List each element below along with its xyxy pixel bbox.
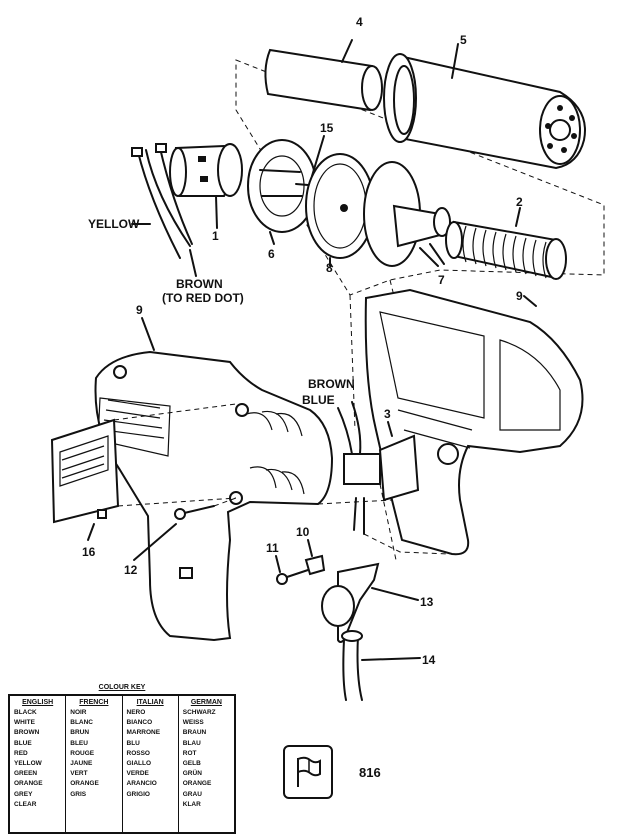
flag-icon <box>283 745 333 799</box>
callout-10: 10 <box>296 525 310 539</box>
colour-key-header: ENGLISH <box>22 699 54 706</box>
colour-key-entry: BRUN <box>70 729 90 737</box>
colour-key-entry: BLUE <box>14 739 32 747</box>
colour-key-entry: ARANCIO <box>126 780 157 788</box>
colour-key-title: COLOUR KEY <box>98 684 146 691</box>
part-3-switch <box>337 401 420 535</box>
colour-key-entry: ROSSO <box>126 749 150 757</box>
colour-key-entry: WHITE <box>14 719 35 727</box>
colour-key-entry: GRÜN <box>182 770 202 778</box>
part-11-screw <box>275 555 309 585</box>
part-2-heating-element <box>445 207 567 280</box>
colour-key-entry: YELLOW <box>14 759 42 767</box>
wire-label-brown: BROWN <box>176 277 223 291</box>
callout-4: 4 <box>356 15 363 29</box>
colour-key-entry: BLU <box>126 739 140 747</box>
part-9-left-housing-half <box>94 317 334 642</box>
part-4-inner-tube <box>264 39 383 112</box>
colour-key-entry: ROUGE <box>70 749 95 757</box>
colour-key-entry: BLANC <box>70 719 93 727</box>
part-12-housing-screw <box>133 497 237 561</box>
motor-lead-wires <box>131 143 193 259</box>
part-13-cord-guard <box>321 562 419 643</box>
colour-key-entry: BROWN <box>14 729 40 737</box>
colour-key-entry: NERO <box>126 709 146 716</box>
switch-wire-label-blue: BLUE <box>302 393 335 407</box>
colour-key-entry: NOIR <box>70 709 87 716</box>
callout-8: 8 <box>326 261 333 275</box>
part-16-nameplate <box>50 403 237 541</box>
part-1-fan-motor <box>169 143 243 229</box>
colour-key-column-german: GERMAN SCHWARZ WEISS BRAUN BLAU ROT GELB GRÜN OR… <box>179 696 234 832</box>
callout-15: 15 <box>320 121 334 135</box>
assembly-guide-lines <box>317 483 451 561</box>
colour-key-entry: KLAR <box>182 800 201 808</box>
part-9-right-housing-half <box>364 288 584 556</box>
part-10-cord-clamp <box>304 539 326 576</box>
part-6-fan-housing <box>247 139 317 245</box>
colour-key-entry: GREY <box>14 790 33 798</box>
colour-key-header: ITALIAN <box>136 699 164 706</box>
colour-key-table: COLOUR KEY ENGLISH BLACK WHITE BROWN BLUE RED… <box>8 682 236 834</box>
colour-key-header: FRENCH <box>79 699 109 706</box>
callout-2: 2 <box>516 195 523 209</box>
colour-key-entry: BLAU <box>182 739 201 747</box>
colour-key-entry: MARRONE <box>126 729 161 737</box>
colour-key-entry: CLEAR <box>14 800 37 808</box>
colour-key-entry: GREEN <box>14 770 38 778</box>
colour-key-entry: BLACK <box>14 709 37 716</box>
colour-key-grid: ENGLISH BLACK WHITE BROWN BLUE RED YELLOW GREEN… <box>8 694 236 834</box>
colour-key-entry: SCHWARZ <box>182 709 216 716</box>
colour-key-entry: GIALLO <box>126 759 152 767</box>
part-5-outer-barrel <box>383 43 586 170</box>
wire-label-yellow: YELLOW <box>88 217 140 231</box>
colour-key-entry: GRAU <box>182 790 202 798</box>
switch-wire-label-brown: BROWN <box>308 377 355 391</box>
colour-key-entry: RED <box>14 749 28 757</box>
callout-12: 12 <box>124 563 138 577</box>
reference-block: 816 <box>283 745 381 799</box>
colour-key-entry: GRIGIO <box>126 790 150 798</box>
colour-key-entry: VERDE <box>126 770 149 778</box>
colour-key-entry: JAUNE <box>70 759 93 767</box>
colour-key-column-english: ENGLISH BLACK WHITE BROWN BLUE RED YELLOW GREEN… <box>10 696 67 832</box>
reference-code: 816 <box>359 764 381 780</box>
callout-6: 6 <box>268 247 275 261</box>
part-7-heat-shield <box>363 161 451 267</box>
wire-label-to-red-dot: (TO RED DOT) <box>162 291 244 305</box>
callout-11: 11 <box>266 541 279 555</box>
callout-3: 3 <box>384 407 391 421</box>
callout-14: 14 <box>422 653 436 667</box>
callout-7: 7 <box>438 273 445 287</box>
colour-key-entry: BRAUN <box>182 729 207 737</box>
part-14-power-cord <box>341 630 421 701</box>
colour-key-entry: ORANGE <box>14 780 43 788</box>
colour-key-entry: ROT <box>182 749 197 757</box>
colour-key-column-french: FRENCH NOIR BLANC BRUN BLEU ROUGE JAUNE VERT ORA… <box>66 696 123 832</box>
colour-key-entry: ORANGE <box>182 780 212 788</box>
callout-13: 13 <box>420 595 434 609</box>
callout-1: 1 <box>212 229 219 243</box>
colour-key-entry: WEISS <box>182 719 204 727</box>
callout-9-right: 9 <box>516 289 523 303</box>
colour-key-entry: GELB <box>182 759 201 767</box>
colour-key-entry: GRIS <box>70 790 87 798</box>
colour-key-header: GERMAN <box>190 699 222 706</box>
colour-key-entry: ORANGE <box>70 780 99 788</box>
colour-key-entry: VERT <box>70 770 88 778</box>
callout-16: 16 <box>82 545 96 559</box>
colour-key-entry: BIANCO <box>126 719 153 727</box>
colour-key-entry: BLEU <box>70 739 88 747</box>
callout-9-left: 9 <box>136 303 143 317</box>
callout-5: 5 <box>460 33 467 47</box>
colour-key-column-italian: ITALIAN NERO BIANCO MARRONE BLU ROSSO GIALLO VE… <box>123 696 179 832</box>
